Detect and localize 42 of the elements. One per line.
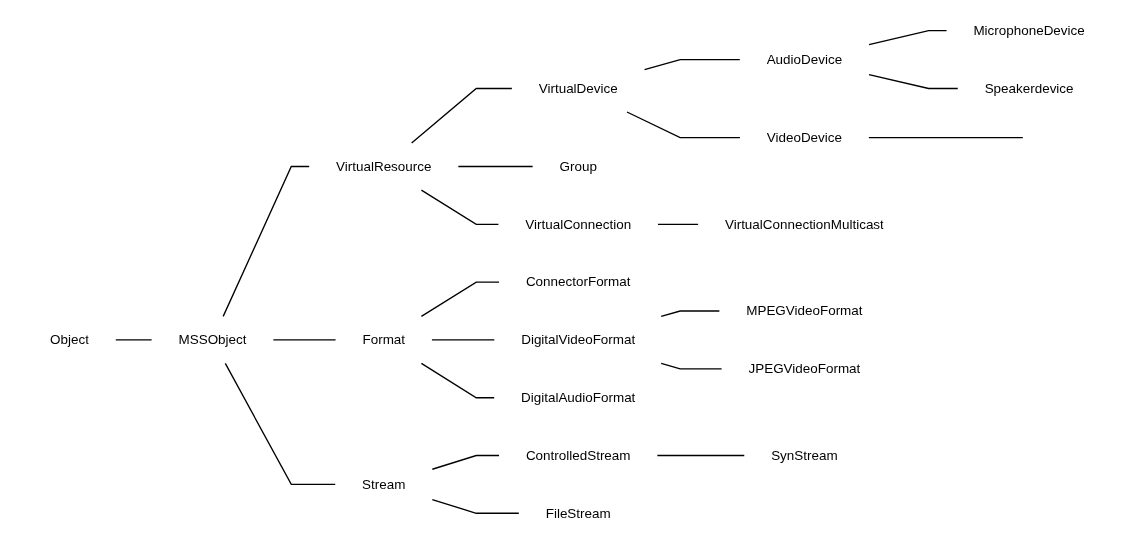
connector-line	[457, 165, 534, 168]
connector-line	[411, 87, 513, 144]
class-name-label: VirtualConnectionMulticast	[725, 216, 884, 232]
class-name-label: VirtualResource	[336, 158, 432, 174]
connector-line	[431, 498, 520, 514]
class-name-label: FileStream	[545, 505, 611, 521]
connector-line	[644, 58, 741, 71]
class-name-label: MPEGVideoFormat	[746, 302, 863, 318]
connector-line	[420, 362, 495, 399]
class-name-label: VirtualConnection	[525, 216, 632, 232]
connector-line	[420, 281, 500, 318]
connector-line	[420, 189, 500, 225]
connector-line	[660, 362, 723, 370]
connector-line	[222, 165, 310, 318]
class-name-label: Group	[559, 158, 597, 174]
class-name-label: VirtualDevice	[538, 80, 618, 96]
connector-line	[868, 137, 1024, 139]
connector-line	[626, 111, 741, 139]
class-name-label: AudioDevice	[766, 51, 843, 67]
class-name-label: DigitalAudioFormat	[521, 389, 636, 405]
connector-line	[431, 454, 500, 470]
class-name-label: JPEGVideoFormat	[748, 360, 861, 376]
connector-line	[431, 339, 496, 341]
connector-line	[115, 339, 153, 341]
connector-line	[660, 310, 721, 318]
class-name-label: DigitalVideoFormat	[521, 331, 636, 347]
class-name-label: MSSObject	[178, 331, 247, 347]
class-name-label: Object	[50, 331, 89, 347]
class-name-label: SynStream	[771, 447, 838, 463]
class-name-label: Stream	[362, 476, 406, 492]
connector-line	[868, 73, 959, 90]
class-name-label: ControlledStream	[526, 447, 631, 463]
class-name-label: VideoDevice	[766, 129, 843, 145]
class-name-label: MicrophoneDevice	[973, 22, 1085, 38]
connector-line	[868, 30, 948, 46]
class-name-label: Format	[362, 331, 406, 347]
class-name-label: Speakerdevice	[984, 80, 1074, 96]
class-name-label: ConnectorFormat	[526, 273, 631, 290]
connector-line	[656, 454, 746, 457]
connector-line	[224, 362, 336, 486]
connector-line	[657, 223, 699, 225]
connector-line	[272, 339, 337, 341]
